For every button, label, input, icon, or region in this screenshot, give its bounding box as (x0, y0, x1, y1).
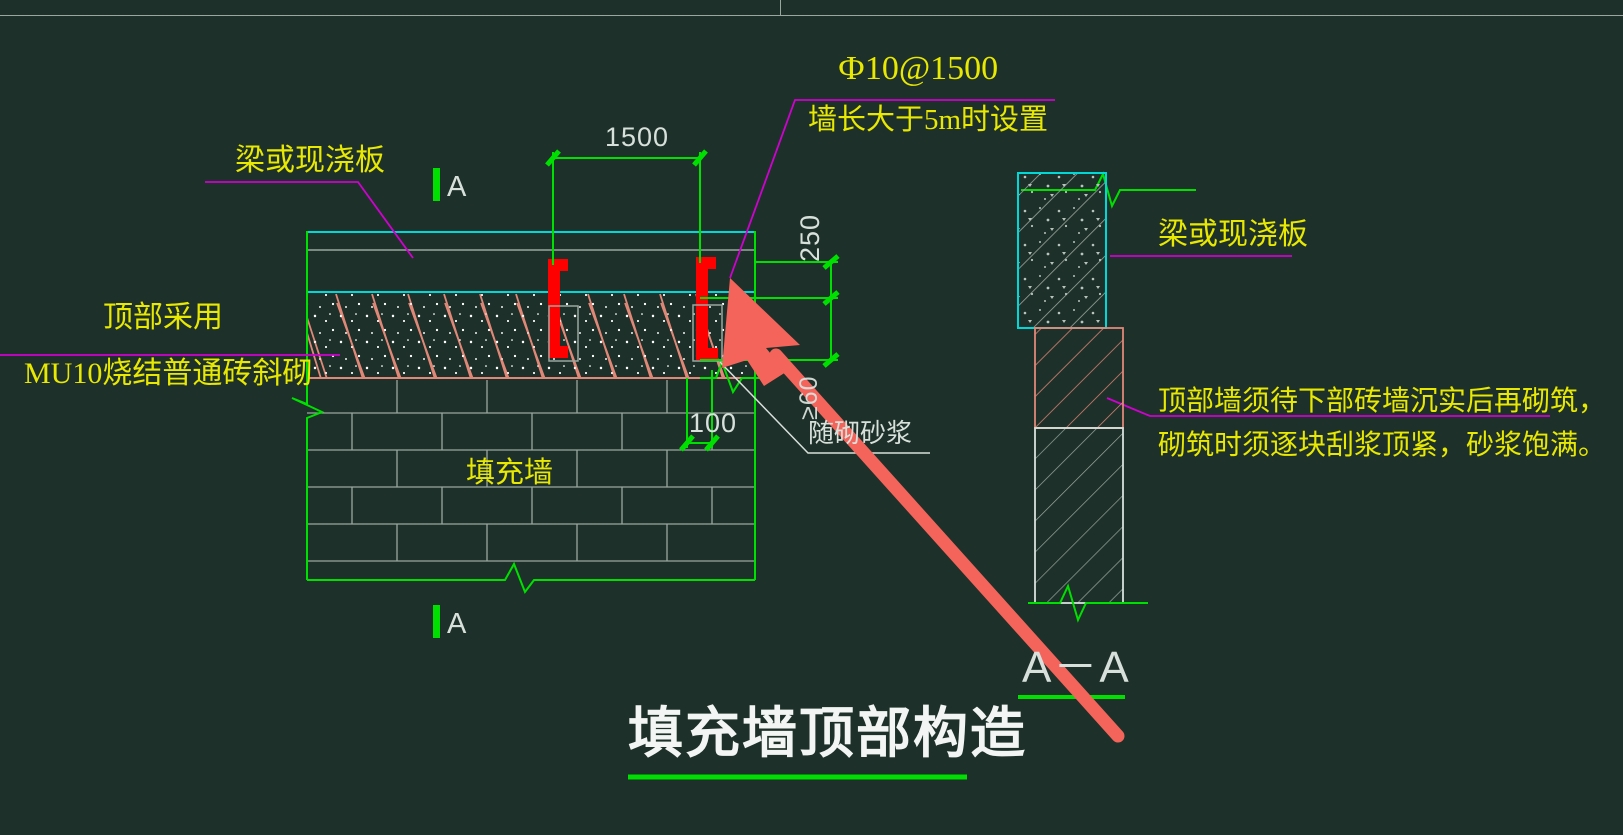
rebar-marker-right (696, 257, 718, 360)
tick-60-bottom (822, 352, 840, 368)
section-block-hatch (1035, 428, 1123, 603)
section-aa (1017, 171, 1196, 699)
dimension-text-60: ≥60 (795, 375, 823, 420)
dimension-text-250: 250 (795, 213, 825, 262)
wall-bottom-break (307, 561, 755, 595)
annotation-infill-wall: 填充墙 (466, 457, 554, 489)
infill-block-wall (291, 231, 756, 595)
annotation-rebar-note: 墙长大于5m时设置 (808, 104, 1049, 136)
section-tick-bottom (433, 605, 440, 638)
leader-rebar-spec (729, 99, 1055, 279)
rebar-marker-left (548, 259, 568, 358)
dimension-text-100: 100 (689, 408, 738, 438)
section-mark-letter-top: A (447, 171, 467, 203)
drawing-title: 填充墙顶部构造 (628, 703, 1028, 764)
inclined-brick-course (307, 292, 755, 379)
tick-1500-right (692, 149, 708, 167)
section-block-outline (1034, 427, 1124, 604)
top-bar-divider (780, 0, 781, 15)
section-mark-letter-bottom: A (447, 608, 467, 640)
section-tick-top (433, 168, 440, 201)
tick-1500-left (545, 149, 561, 167)
section-brick-hatch (1035, 328, 1123, 428)
wall-left-outline (291, 231, 325, 580)
brick-course-break (700, 359, 760, 395)
annotation-top-method-line1: 顶部采用 (103, 301, 223, 334)
left-elevation (291, 231, 760, 595)
leader-mortar (719, 361, 930, 454)
mouse-cursor-arrow (722, 278, 1125, 743)
annotation-top-method-line2: MU10烧结普通砖斜砌 (24, 357, 313, 390)
rebar-box-left (548, 305, 579, 362)
tick-100-left (679, 434, 695, 452)
annotation-mortar-leader: 随砌砂浆 (808, 418, 913, 448)
section-concrete-aggregate (1018, 173, 1106, 328)
section-bottom-break-line (1028, 583, 1148, 623)
window-top-bar (0, 0, 1623, 16)
leader-beam-slab-left (205, 181, 414, 259)
section-marks-group (433, 168, 440, 638)
annotation-beam-slab-left: 梁或现浇板 (235, 144, 385, 177)
tick-100-right (704, 434, 720, 452)
tick-250-top (822, 254, 840, 270)
dimension-text-1500: 1500 (605, 122, 670, 152)
section-title: A－A (1022, 643, 1131, 692)
annotation-build-note-line2: 砌筑时须逐块刮浆顶紧，砂浆饱满。 (1158, 430, 1607, 461)
annotation-beam-slab-right: 梁或现浇板 (1158, 218, 1308, 251)
annotation-rebar-spec: Ф10@1500 (838, 50, 999, 87)
beam-slab-band (307, 231, 755, 293)
annotation-build-note-line1: 顶部墙须待下部砖墙沉实后再砌筑， (1158, 386, 1607, 417)
